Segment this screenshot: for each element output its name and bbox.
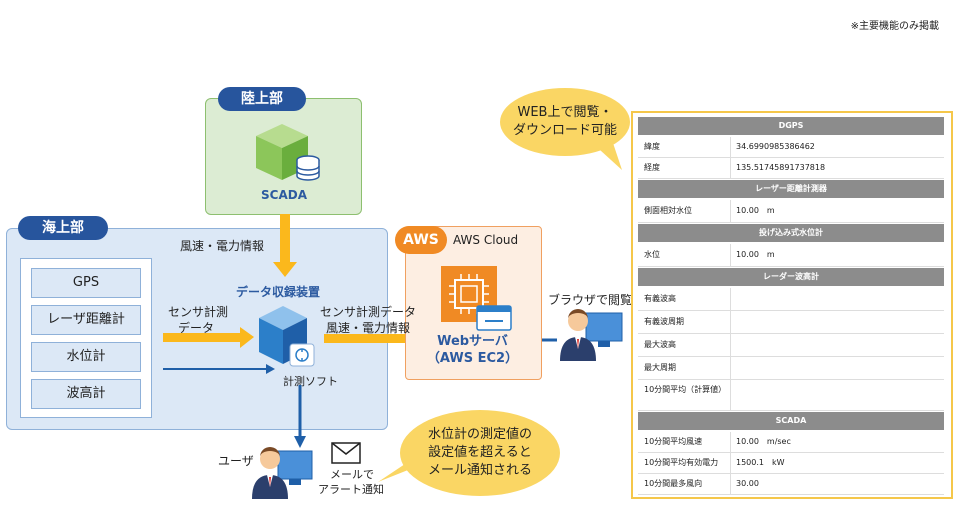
section-header-laser: レーザー距離計測器 [638, 180, 944, 198]
row-label: 10分間平均（計算値） [644, 385, 727, 394]
user-label: ユーザ [218, 454, 254, 468]
row-label: 10分間最多風向 [644, 479, 703, 488]
row-value: 30.00 [736, 479, 759, 488]
web-page-screenshot: DGPS 緯度 34.6990985386462 経度 135.51745891… [631, 111, 953, 499]
sensor-gps: GPS [31, 268, 141, 298]
row-label: 有義波高 [644, 294, 676, 303]
row-significant-wave-height: 有義波高 [638, 288, 944, 311]
alert-bubble-line-3: メール通知される [427, 463, 532, 478]
land-tab: 陸上部 [218, 87, 306, 111]
web-server-label: Webサーバ （AWS EC2） [410, 333, 535, 367]
row-label: 最大波高 [644, 340, 676, 349]
row-latitude: 緯度 34.6990985386462 [638, 137, 944, 158]
web-bubble-line-1: WEB上で閲覧・ [517, 105, 613, 120]
section-header-scada: SCADA [638, 412, 944, 430]
web-server-type: （AWS EC2） [426, 351, 519, 366]
row-value: 10.00 m/sec [736, 437, 791, 446]
sent-data-label-1: センサ計測データ [320, 305, 417, 319]
row-value: 10.00 m [736, 250, 775, 259]
row-longitude: 経度 135.51745891737818 [638, 158, 944, 179]
alert-bubble-line-2: 設定値を超えると [428, 445, 532, 460]
data-collector-icon [259, 306, 315, 367]
row-value: 1500.1 kW [736, 458, 785, 467]
section-header-radar: レーダー波高計 [638, 268, 944, 286]
row-avg-wind-speed: 10分間平均風速 10.00 m/sec [638, 432, 944, 453]
section-header-dgps: DGPS [638, 117, 944, 135]
aws-cloud-label: AWS Cloud [453, 233, 519, 247]
row-avg-active-power: 10分間平均有効電力 1500.1 kW [638, 453, 944, 474]
row-value: 10.00 m [736, 206, 775, 215]
ec2-server-icon [441, 266, 512, 331]
scada-label: SCADA [261, 188, 307, 202]
mail-label-1: メールで [330, 468, 374, 481]
row-water-level: 水位 10.00 m [638, 244, 944, 267]
row-label: 10分間平均有効電力 [644, 458, 719, 467]
browser-label: ブラウザで閲覧 [548, 293, 633, 307]
row-label: 側面相対水位 [644, 206, 692, 215]
alert-bubble: 水位計の測定値の 設定値を超えると メール通知される [400, 410, 560, 496]
sensor-wave-height: 波高計 [31, 379, 141, 409]
row-10min-average: 10分間平均（計算値） [638, 380, 944, 411]
row-label: 10分間平均風速 [644, 437, 703, 446]
row-significant-wave-period: 有義波周期 [638, 311, 944, 334]
row-most-frequent-wind-direction: 10分間最多風向 30.00 [638, 474, 944, 495]
sensor-data-label-2: データ [178, 321, 215, 335]
row-label: 最大周期 [644, 363, 676, 372]
sensor-laser: レーザ距離計 [31, 305, 141, 335]
sensor-data-label-1: センサ計測 [168, 305, 229, 319]
row-value: 135.51745891737818 [736, 163, 826, 172]
row-label: 有義波周期 [644, 317, 684, 326]
row-label: 水位 [644, 250, 660, 259]
footnote: ※主要機能のみ掲載 [850, 21, 939, 32]
alert-bubble-line-1: 水位計の測定値の [427, 427, 532, 442]
web-bubble-line-2: ダウンロード可能 [512, 123, 617, 138]
row-max-wave-height: 最大波高 [638, 334, 944, 357]
sea-tab: 海上部 [18, 216, 108, 240]
row-label: 緯度 [644, 142, 660, 151]
row-label: 経度 [644, 163, 660, 172]
web-server-name: Webサーバ [437, 334, 508, 349]
user-icon [252, 447, 313, 499]
sensor-water-level: 水位計 [31, 342, 141, 372]
browser-user-icon [560, 309, 623, 361]
wind-power-label: 風速・電力情報 [180, 239, 265, 253]
collector-label: データ収録装置 [236, 285, 321, 299]
mail-icon [331, 442, 361, 464]
web-access-bubble: WEB上で閲覧・ ダウンロード可能 [500, 88, 630, 156]
software-label: 計測ソフト [283, 375, 338, 388]
row-side-water-level: 側面相対水位 10.00 m [638, 200, 944, 223]
sensor-list: GPS レーザ距離計 水位計 波高計 [20, 258, 152, 418]
mail-label-2: アラート通知 [318, 483, 384, 496]
scada-server-icon [256, 124, 320, 181]
row-value: 34.6990985386462 [736, 142, 815, 151]
aws-badge: AWS [395, 226, 447, 254]
sent-data-label-2: 風速・電力情報 [326, 321, 411, 335]
row-max-period: 最大周期 [638, 357, 944, 380]
section-header-water-level: 投げ込み式水位計 [638, 224, 944, 242]
